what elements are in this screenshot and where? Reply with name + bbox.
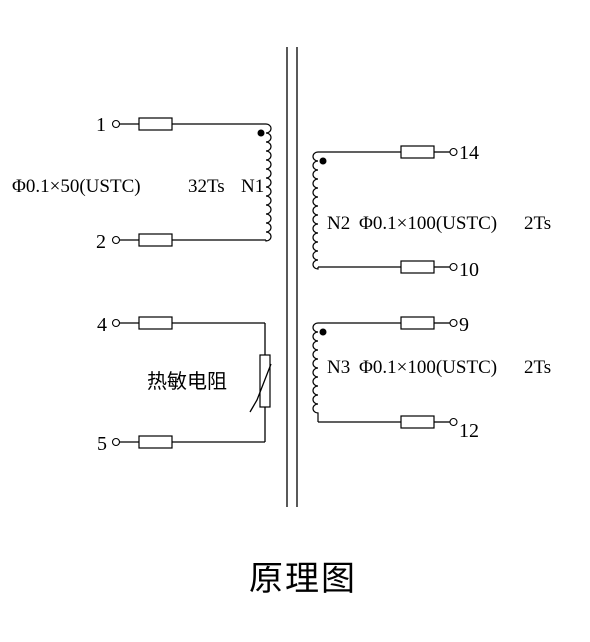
pin-5-label: 5 xyxy=(97,433,107,455)
thermistor-label: 热敏电阻 xyxy=(147,369,227,393)
secondary-winding-n2: 14 10 N2 Φ0.1×100(USTC) 2Ts xyxy=(312,142,551,281)
n3-coil xyxy=(312,322,319,422)
n1-coil xyxy=(265,123,272,242)
n2-polarity-dot xyxy=(319,157,327,165)
pin-12-label: 12 xyxy=(459,420,479,442)
n1-winding-label: N1 xyxy=(241,176,264,197)
pin-4-terminal xyxy=(111,318,121,328)
n3-winding-label: N3 xyxy=(327,357,350,378)
pin-4-label: 4 xyxy=(97,314,107,336)
n2-wire-spec: Φ0.1×100(USTC) xyxy=(359,213,497,234)
n3-turns: 2Ts xyxy=(524,357,551,378)
pin-1-label: 1 xyxy=(96,114,106,136)
pin-12-fuse xyxy=(400,415,435,429)
pin-4-fuse xyxy=(138,316,173,330)
pin-1-terminal xyxy=(111,119,121,129)
thermistor-symbol-icon xyxy=(249,363,272,413)
pin-5-fuse xyxy=(138,435,173,449)
n2-turns: 2Ts xyxy=(524,213,551,234)
thermistor-circuit: 4 5 热敏电阻 xyxy=(97,314,272,455)
pin-9-fuse xyxy=(400,316,435,330)
pin-2-terminal xyxy=(111,235,121,245)
n2-coil xyxy=(312,151,319,270)
pin-2-fuse xyxy=(138,233,173,247)
pin-2-label: 2 xyxy=(96,231,106,253)
pin-9-label: 9 xyxy=(459,314,469,336)
pin-10-fuse xyxy=(400,260,435,274)
pin-10-label: 10 xyxy=(459,259,479,281)
n3-polarity-dot xyxy=(319,328,327,336)
transformer-core xyxy=(286,47,298,507)
pin-9-terminal xyxy=(449,318,458,328)
pin-14-terminal xyxy=(449,147,458,157)
pin-1-fuse xyxy=(138,117,173,131)
pin-14-label: 14 xyxy=(459,142,479,164)
n1-turns: 32Ts xyxy=(188,176,225,197)
pin-14-fuse xyxy=(400,145,435,159)
pin-12-terminal xyxy=(449,417,458,427)
secondary-winding-n3: 9 12 N3 Φ0.1×100(USTC) 2Ts xyxy=(312,314,551,442)
primary-winding: 1 2 Φ0.1×50(USTC) 32Ts N1 xyxy=(12,114,272,253)
diagram-caption: 原理图 xyxy=(249,559,357,599)
pin-5-terminal xyxy=(111,437,121,447)
n1-polarity-dot xyxy=(257,129,265,137)
n3-wire-spec: Φ0.1×100(USTC) xyxy=(359,357,497,378)
n1-wire-spec: Φ0.1×50(USTC) xyxy=(12,176,141,197)
n2-winding-label: N2 xyxy=(327,213,350,234)
pin-10-terminal xyxy=(449,262,458,272)
